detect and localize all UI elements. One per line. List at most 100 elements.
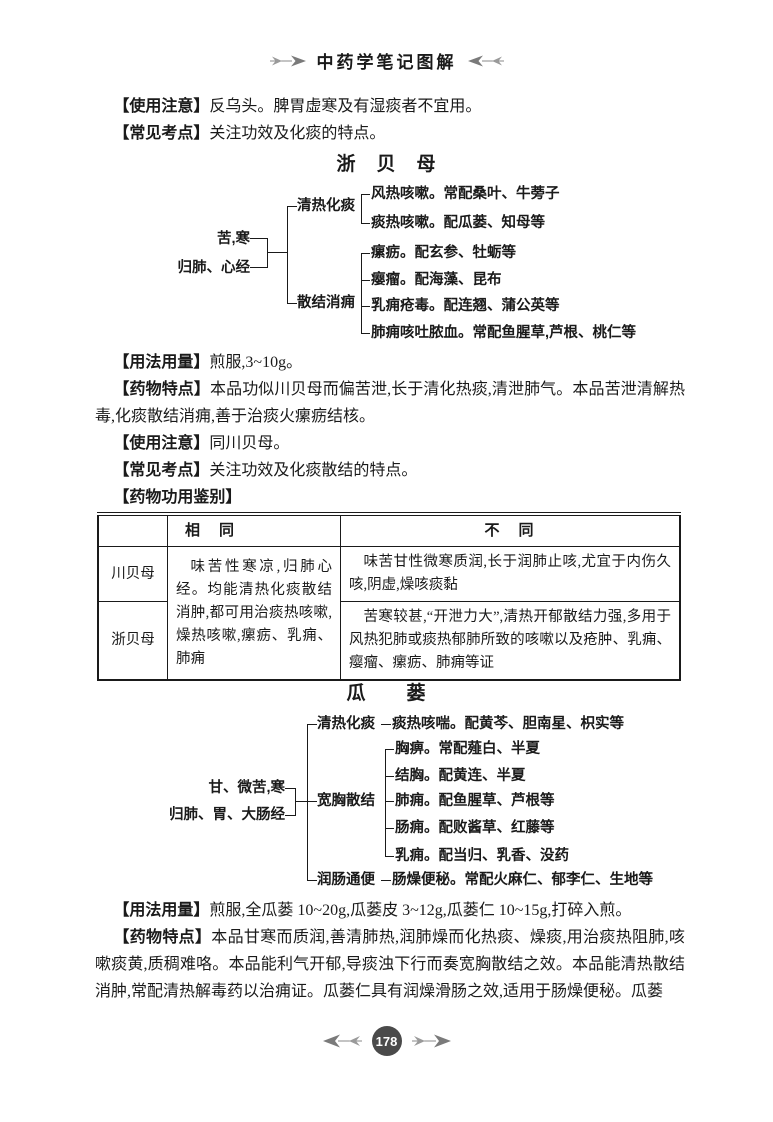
tree-line <box>385 776 394 777</box>
column-header-different: 不 同 <box>340 513 681 547</box>
usage-note-paragraph: 【使用注意】反乌头。脾胃虚寒及有湿痰者不宜用。 <box>95 93 685 120</box>
property-node: 苦,寒 <box>216 231 250 247</box>
usage-note-paragraph: 【使用注意】同川贝母。 <box>95 430 685 457</box>
tree-line <box>361 280 370 281</box>
column-header-empty <box>97 513 168 547</box>
tree-line <box>287 303 297 304</box>
tree-line <box>361 223 370 224</box>
leaf-node: 瘿瘤。配海藻、昆布 <box>371 272 502 288</box>
tree-line <box>307 724 317 725</box>
paragraph-text: 煎服,3~10g。 <box>209 354 303 371</box>
table-row: 浙贝母 苦寒较甚,“开泄力大”,清热开郁散结力强,多用于风热犯肺或痰热郁肺所致的… <box>97 601 681 681</box>
leaf-node: 结胸。配黄连、半夏 <box>395 768 526 784</box>
branch-node: 散结消痈 <box>297 295 355 311</box>
section-label: 【常见考点】 <box>113 462 210 479</box>
features-paragraph: 【药物特点】本品功似川贝母而偏苦泄,长于清化热痰,清泄肺气。本品苦泄清解热毒,化… <box>95 376 685 430</box>
monograph-title-gualou: 瓜 蒌 <box>346 683 427 704</box>
gualou-tree-diagram: 甘、微苦,寒 归肺、胃、大肠经 清热化痰 痰热咳喘。配黄芩、胆南星、枳实等 宽胸… <box>0 706 773 896</box>
header-flourish-left-icon <box>269 54 307 68</box>
intro-paragraphs: 【使用注意】反乌头。脾胃虚寒及有湿痰者不宜用。 【常见考点】关注功效及化痰的特点… <box>95 93 685 147</box>
tree-line <box>267 238 268 268</box>
leaf-node: 痰热咳嗽。配瓜蒌、知母等 <box>371 215 545 231</box>
different-traits-cell: 味苦甘性微寒质润,长于润肺止咳,尤宜于内伤久咳,阴虚,燥咳痰黏 <box>340 546 681 602</box>
tree-line <box>307 880 317 881</box>
meridian-node: 归肺、胃、大肠经 <box>169 807 285 823</box>
tree-line <box>295 801 308 802</box>
tree-line <box>267 252 288 253</box>
exam-points-paragraph: 【常见考点】关注功效及化痰散结的特点。 <box>95 457 685 484</box>
property-node: 甘、微苦,寒 <box>208 780 285 796</box>
section-label: 【药物特点】 <box>113 929 212 946</box>
paragraph-text: 本品甘寒而质润,善清肺热,润肺燥而化热痰、燥痰,用治痰热阻肺,咳嗽痰黄,质稠难咯… <box>95 929 685 1000</box>
leaf-node: 胸痹。常配薤白、半夏 <box>395 741 540 757</box>
page-number-badge: 178 <box>371 1026 402 1056</box>
comparison-table-wrap: 相 同 不 同 川贝母 味苦性寒凉,归肺心经。均能清热化痰散结消肿,都可用治痰热… <box>97 512 681 681</box>
features-paragraph: 【药物特点】本品甘寒而质润,善清肺热,润肺燥而化热痰、燥痰,用治痰热阻肺,咳嗽痰… <box>95 924 685 1005</box>
running-header: 中药学笔记图解 <box>0 48 773 73</box>
leaf-node: 乳痈。配当归、乳香、没药 <box>395 848 569 864</box>
tree-line <box>287 206 288 304</box>
tree-line <box>361 333 370 334</box>
header-flourish-right-icon <box>467 54 505 68</box>
section-label: 【使用注意】 <box>113 435 210 452</box>
section-label: 【使用注意】 <box>113 98 210 115</box>
tree-line <box>361 306 370 307</box>
leaf-node: 痰热咳喘。配黄芩、胆南星、枳实等 <box>392 716 624 732</box>
tree-line <box>381 880 391 881</box>
footer-flourish-left-icon <box>321 1032 363 1050</box>
tree-line <box>385 749 394 750</box>
zhebeimu-paragraphs: 【用法用量】煎服,3~10g。 【药物特点】本品功似川贝母而偏苦泄,长于清化热痰… <box>95 349 685 511</box>
tree-line <box>361 253 362 334</box>
footer-flourish-right-icon <box>411 1032 453 1050</box>
tree-line <box>385 856 394 857</box>
leaf-node: 瘰疬。配玄参、牡蛎等 <box>371 245 516 261</box>
paragraph-text: 同川贝母。 <box>209 435 290 452</box>
tree-line <box>287 206 297 207</box>
dosage-paragraph: 【用法用量】煎服,3~10g。 <box>95 349 685 376</box>
paragraph-text: 本品功似川贝母而偏苦泄,长于清化热痰,清泄肺气。本品苦泄清解热毒,化痰散结消痈,… <box>95 381 685 425</box>
leaf-node: 肠痈。配败酱草、红藤等 <box>395 820 555 836</box>
tree-line <box>285 788 296 789</box>
herb-name-cell: 川贝母 <box>97 546 168 602</box>
monograph-title-zhebeimu: 浙 贝 母 <box>336 154 437 175</box>
discrimination-heading: 【药物功用鉴别】 <box>95 484 685 511</box>
different-traits-cell: 苦寒较甚,“开泄力大”,清热开郁散结力强,多用于风热犯肺或痰热郁肺所致的咳嗽以及… <box>340 601 681 681</box>
tree-line <box>307 724 308 881</box>
zhebeimu-tree-diagram: 苦,寒 归肺、心经 清热化痰 风热咳嗽。常配桑叶、牛蒡子 痰热咳嗽。配瓜蒌、知母… <box>0 177 773 347</box>
page-footer: 178 <box>0 1026 773 1056</box>
branch-node: 清热化痰 <box>317 716 375 732</box>
branch-node: 清热化痰 <box>297 198 355 214</box>
tree-line <box>361 194 362 224</box>
tree-line <box>361 194 370 195</box>
paragraph-text: 关注功效及化痰散结的特点。 <box>209 462 418 479</box>
tree-line <box>250 267 268 268</box>
tree-line <box>307 801 317 802</box>
tree-line <box>385 801 394 802</box>
section-label: 【常见考点】 <box>113 125 210 142</box>
tree-line <box>250 238 268 239</box>
leaf-node: 风热咳嗽。常配桑叶、牛蒡子 <box>371 186 560 202</box>
book-title: 中药学笔记图解 <box>316 53 457 72</box>
paragraph-text: 关注功效及化痰的特点。 <box>209 125 386 142</box>
same-traits-cell: 味苦性寒凉,归肺心经。均能清热化痰散结消肿,都可用治痰热咳嗽,燥热咳嗽,瘰疬、乳… <box>167 546 341 681</box>
table-row: 川贝母 味苦性寒凉,归肺心经。均能清热化痰散结消肿,都可用治痰热咳嗽,燥热咳嗽,… <box>97 546 681 681</box>
section-label: 【用法用量】 <box>113 354 210 371</box>
leaf-node: 乳痈疮毒。配连翘、蒲公英等 <box>371 298 560 314</box>
branch-node: 宽胸散结 <box>317 793 375 809</box>
branch-node: 润肠通便 <box>317 872 375 888</box>
tree-line <box>361 253 370 254</box>
comparison-table: 相 同 不 同 川贝母 味苦性寒凉,归肺心经。均能清热化痰散结消肿,都可用治痰热… <box>97 512 681 681</box>
leaf-node: 肠燥便秘。常配火麻仁、郁李仁、生地等 <box>392 872 653 888</box>
tree-line <box>385 828 394 829</box>
tree-line <box>385 749 386 856</box>
tree-line <box>285 815 296 816</box>
tree-line <box>381 724 391 725</box>
herb-name-cell: 浙贝母 <box>97 601 168 681</box>
tree-line <box>295 788 296 816</box>
exam-points-paragraph: 【常见考点】关注功效及化痰的特点。 <box>95 120 685 147</box>
meridian-node: 归肺、心经 <box>177 260 251 276</box>
leaf-node: 肺痈。配鱼腥草、芦根等 <box>395 793 555 809</box>
paragraph-text: 反乌头。脾胃虚寒及有湿痰者不宜用。 <box>209 98 482 115</box>
section-label: 【用法用量】 <box>113 902 210 919</box>
